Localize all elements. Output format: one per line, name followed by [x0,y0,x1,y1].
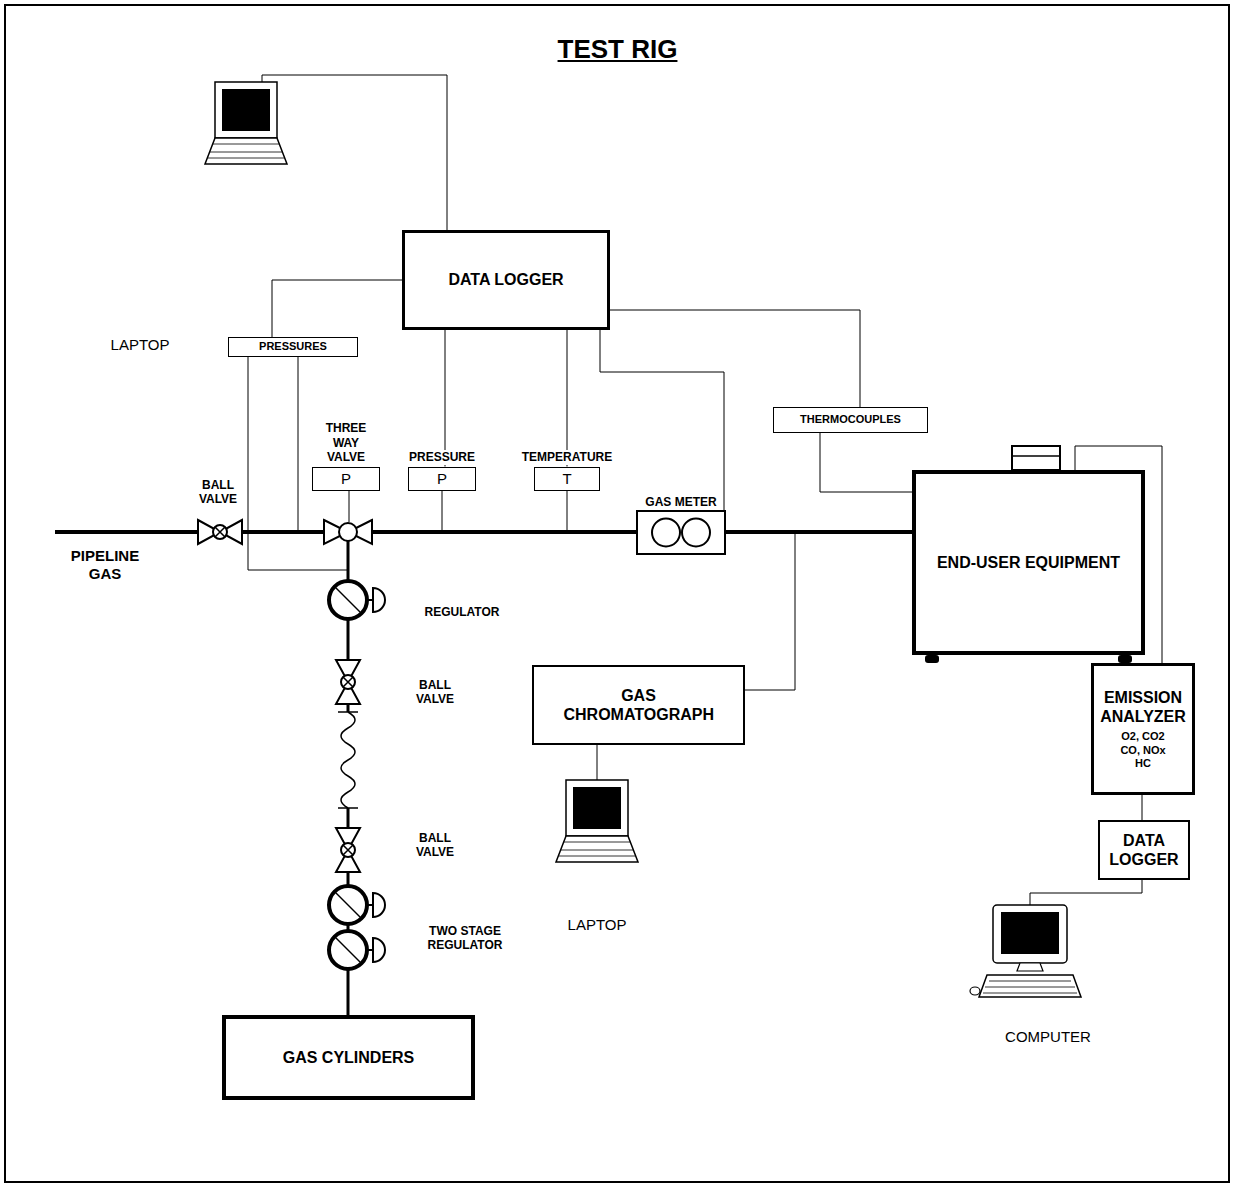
logger-box: DATA LOGGER [1098,820,1190,880]
connector-line [726,530,912,534]
equipment-box: END-USER EQUIPMENT [912,470,1145,655]
node-text: EMISSION ANALYZER [1098,688,1188,726]
node-heading: TEMPERATURE [522,450,612,464]
node-heading: THREE WAY VALVE [320,421,372,464]
connector-line [610,310,860,407]
connector-line [272,280,402,337]
node-text: END-USER EQUIPMENT [937,553,1120,572]
node-text: THERMOCOUPLES [800,413,901,426]
device-label: LAPTOP [109,336,172,354]
node-text: DATA LOGGER [1104,831,1184,869]
valve-label: BALL VALVE [190,478,246,507]
diagram-title: TEST RIG [558,34,678,65]
valve-sensor-box: PTHREE WAY VALVE [312,467,380,491]
analyzer-box: EMISSION ANALYZER O2, CO2 CO, NOx HC [1091,663,1195,795]
regulator-label: REGULATOR [423,605,502,619]
logger-box: DATA LOGGER [402,230,610,330]
node-text: GAS CHROMATOGRAPH [564,686,714,724]
temperature-box: TTEMPERATURE [534,467,600,491]
cylinder-box: GAS CYLINDERS [222,1015,475,1100]
node-text: PRESSURES [259,340,327,353]
regulator-label: TWO STAGE REGULATOR [408,924,522,953]
sensor-box: PRESSURES [228,337,358,357]
sensor-box: THERMOCOUPLES [773,407,928,433]
node-heading: PRESSURE [409,450,475,464]
node-text: P [437,470,447,488]
node-text: GAS CYLINDERS [283,1048,415,1067]
connector-line [600,330,724,510]
meter-symbol [638,512,724,553]
device-label: COMPUTER [1003,1028,1093,1046]
node-text: P [341,470,351,488]
valve-label: BALL VALVE [407,678,463,707]
node-text: T [562,470,571,488]
device-label: LAPTOP [566,916,629,934]
connector-line [820,433,912,492]
node-text: O2, CO2 CO, NOx HC [1114,730,1172,770]
node-text: DATA LOGGER [448,270,563,289]
connector-line [1142,795,1143,820]
connector-line [567,330,568,467]
connector-line [445,330,446,467]
gas-meter: GAS METER [636,510,726,555]
valve-label: BALL VALVE [407,831,463,860]
pipe-label: PIPELINE GAS [63,547,147,583]
instrument-box: GAS CHROMATOGRAPH [532,665,745,745]
node-heading: GAS METER [645,495,716,509]
pressure-box: PPRESSURE [408,467,476,491]
